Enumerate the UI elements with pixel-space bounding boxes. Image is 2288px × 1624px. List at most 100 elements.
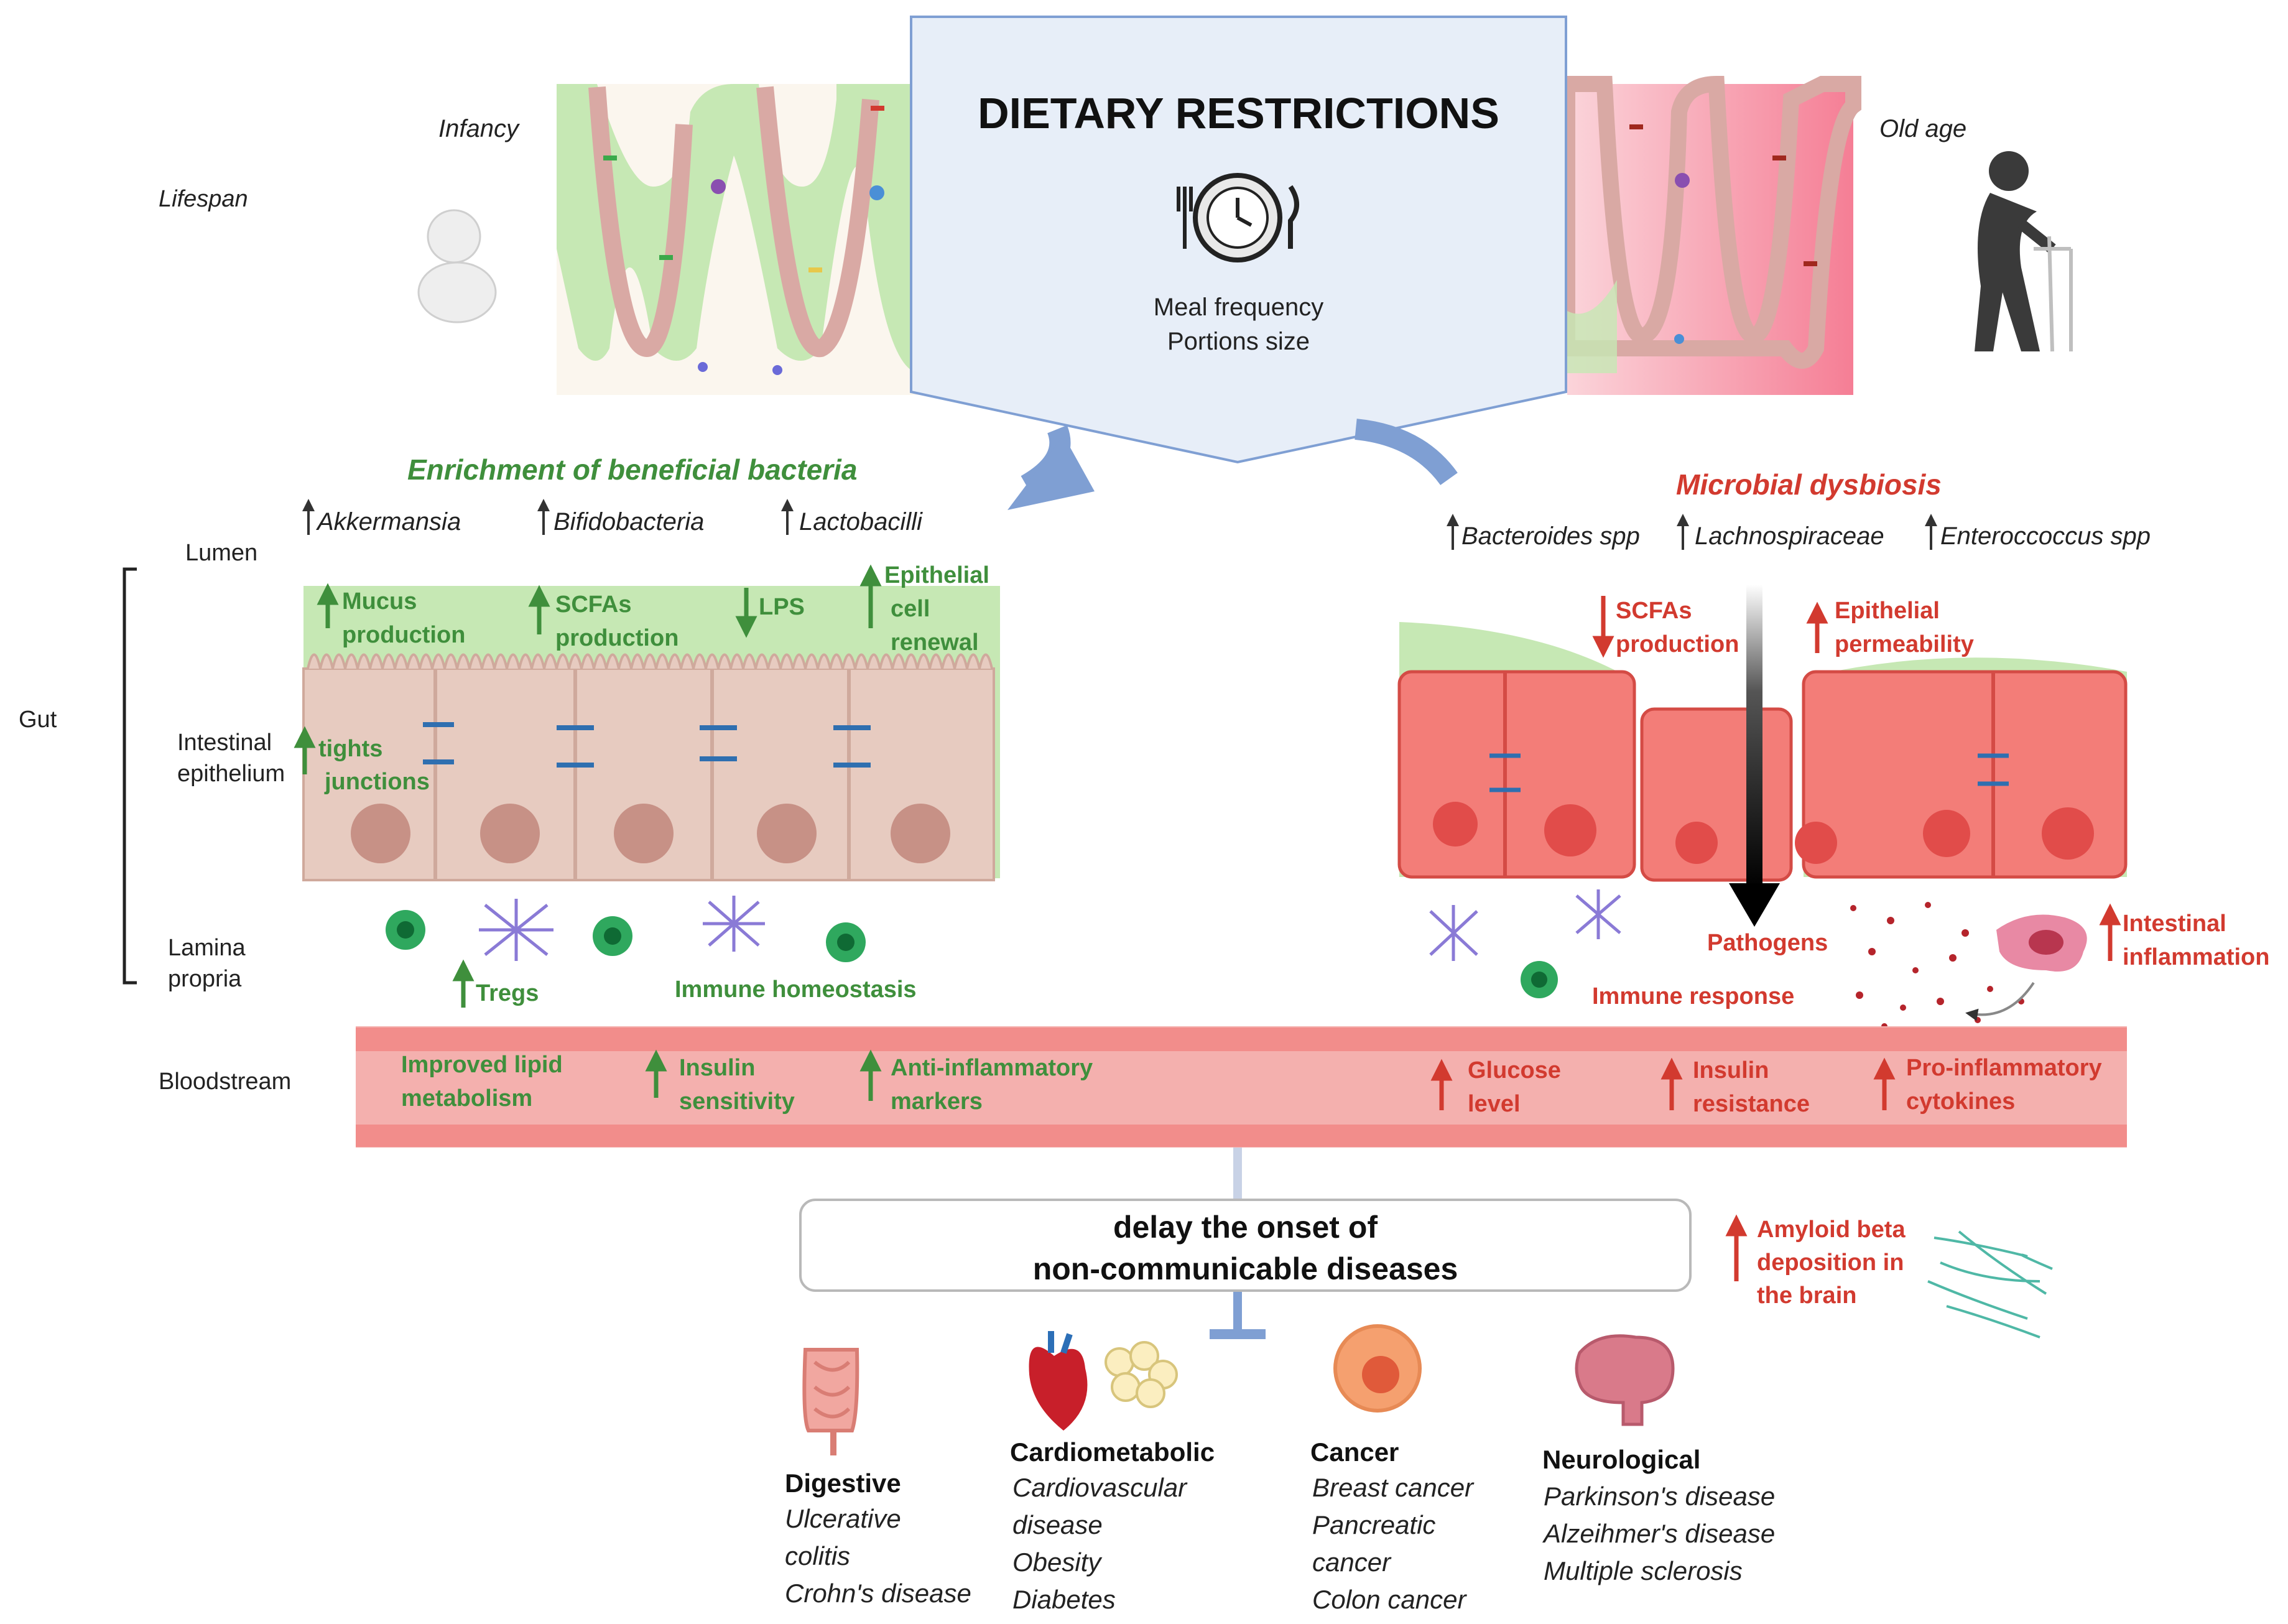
glucose-level-label-2: level (1468, 1091, 1521, 1117)
tumor-cell-icon (1333, 1324, 1422, 1413)
fat-cells-icon (1105, 1341, 1178, 1408)
cancer-item-1: Breast cancer (1312, 1473, 1474, 1502)
brain-icon (1575, 1334, 1675, 1426)
digestive-title: Digestive (785, 1469, 901, 1498)
pathogen-entry-arrow (1746, 585, 1762, 889)
mucus-production-label: production (342, 622, 466, 648)
left-healthy-epithelium (302, 586, 1000, 881)
pro-inflammatory-label-2: cytokines (1906, 1088, 2016, 1115)
insulin-resistance-label-2: resistance (1693, 1091, 1810, 1117)
tight-junction-markers-right (1489, 753, 2009, 792)
pathogen-dots (1850, 902, 2024, 1029)
amyloid-fibrils-icon (1927, 1230, 2053, 1339)
cancer-item-3: cancer (1312, 1547, 1391, 1577)
pro-inflammatory-label-1: Pro-inflammatory (1906, 1055, 2102, 1081)
tregs-label: Tregs (476, 980, 539, 1006)
dietary-restrictions-title: DIETARY RESTRICTIONS (978, 89, 1499, 137)
delay-onset-line-2: non-communicable diseases (1032, 1251, 1458, 1286)
right-scfas-production-label: production (1616, 631, 1739, 657)
cardiometabolic-item-4: Diabetes (1012, 1585, 1116, 1614)
lifespan-label: Lifespan (159, 186, 248, 212)
meal-frequency-text: Meal frequency (1153, 294, 1324, 321)
cardiometabolic-item-3: Obesity (1012, 1547, 1101, 1577)
epithelial-renewal-label-2: cell (891, 596, 930, 622)
pathogen-entry-arrow-head (1729, 883, 1780, 927)
curved-arrow-right (1355, 419, 1458, 486)
intestinal-inflammation-label-1: Intestinal (2123, 911, 2226, 937)
propria-label: propria (168, 966, 242, 992)
cancer-title: Cancer (1310, 1437, 1399, 1467)
curved-arrow-left-head (1007, 435, 1095, 510)
lipid-metabolism-label-1: Improved lipid (401, 1052, 563, 1078)
right-scfas-label: SCFAs (1616, 598, 1692, 624)
inflammation-return-arrow (1965, 981, 2035, 1021)
bacteria-bifidobacteria: Bifidobacteria (553, 508, 705, 536)
infancy-villi-illustration (557, 84, 930, 395)
cardiometabolic-item-2: disease (1012, 1510, 1103, 1539)
cardiometabolic-item-1: Cardiovascular (1012, 1473, 1187, 1502)
tight-junction-markers-left (423, 722, 871, 768)
immune-cells-right (1429, 889, 1621, 998)
intestinal-inflammation-label-2: inflammation (2123, 944, 2270, 970)
right-panel-title: Microbial dysbiosis (1676, 468, 1942, 501)
lps-label: LPS (759, 594, 805, 620)
junctions-label: junctions (325, 769, 430, 795)
left-scfas-label: SCFAs (555, 592, 632, 618)
insulin-resistance-label-1: Insulin (1693, 1057, 1769, 1083)
neurological-item-3: Multiple sclerosis (1544, 1556, 1743, 1585)
tights-label: tights (318, 736, 383, 762)
bacteria-bacteroides: Bacteroides spp (1461, 522, 1640, 550)
anti-inflammatory-label-2: markers (891, 1088, 983, 1115)
old-age-villi-illustration (1559, 75, 1861, 395)
bloodstream-vessel (356, 1026, 2127, 1148)
inflamed-cell-icon (1996, 914, 2087, 972)
digestive-item-1: Ulcerative (785, 1504, 901, 1533)
bacteria-lactobacilli: Lactobacilli (799, 508, 922, 536)
gut-label: Gut (19, 707, 57, 733)
lipid-metabolism-label-2: metabolism (401, 1085, 533, 1111)
mucus-label: Mucus (342, 588, 417, 615)
left-scfas-production-label: production (555, 625, 679, 651)
cancer-item-2: Pancreatic (1312, 1510, 1436, 1539)
intestinal-label: Intestinal (177, 730, 272, 756)
epithelial-renewal-label-1: Epithelial (884, 562, 989, 588)
insulin-sensitivity-label-2: sensitivity (679, 1088, 795, 1115)
amyloid-label-1: Amyloid beta (1757, 1217, 1906, 1243)
lumen-label: Lumen (185, 540, 258, 566)
epithelial-permeability-label-1: Epithelial (1835, 598, 1940, 624)
plate-clock-cutlery-icon (1177, 173, 1299, 262)
cancer-item-4: Colon cancer (1312, 1585, 1466, 1614)
immune-response-label: Immune response (1592, 983, 1795, 1009)
anti-inflammatory-label-1: Anti-inflammatory (891, 1055, 1093, 1081)
portions-size-text: Portions size (1167, 328, 1310, 355)
lamina-label: Lamina (168, 935, 246, 961)
epithelium-label: epithelium (177, 761, 285, 787)
cardiometabolic-title: Cardiometabolic (1010, 1437, 1215, 1467)
epithelial-renewal-label-3: renewal (891, 629, 979, 656)
bloodstream-label: Bloodstream (159, 1069, 292, 1095)
green-arrows (294, 564, 882, 1101)
digestive-item-3: Crohn's disease (785, 1579, 971, 1608)
digestive-item-2: colitis (785, 1541, 851, 1571)
delay-onset-box (799, 1199, 1692, 1292)
black-bacteria-arrows (302, 499, 1937, 550)
pathogens-label: Pathogens (1707, 930, 1828, 956)
glucose-level-label-1: Glucose (1468, 1057, 1561, 1083)
gut-bracket (123, 567, 137, 985)
right-dysbiotic-epithelium (1397, 622, 2128, 882)
immune-homeostasis-label: Immune homeostasis (675, 977, 917, 1003)
baby-icon (417, 209, 497, 323)
neurological-title: Neurological (1542, 1445, 1701, 1474)
amyloid-label-3: the brain (1757, 1283, 1857, 1309)
immune-cells-left (386, 896, 866, 962)
elderly-person-walker-icon (1975, 151, 2073, 352)
epithelial-permeability-label-2: permeability (1835, 631, 1974, 657)
delay-onset-line-1: delay the onset of (1113, 1210, 1378, 1245)
intestine-icon (802, 1348, 859, 1455)
neurological-item-1: Parkinson's disease (1544, 1482, 1776, 1511)
amyloid-label-2: deposition in (1757, 1250, 1904, 1276)
left-panel-title: Enrichment of beneficial bacteria (407, 453, 858, 486)
insulin-sensitivity-label-1: Insulin (679, 1055, 756, 1081)
heart-icon (1029, 1331, 1088, 1431)
